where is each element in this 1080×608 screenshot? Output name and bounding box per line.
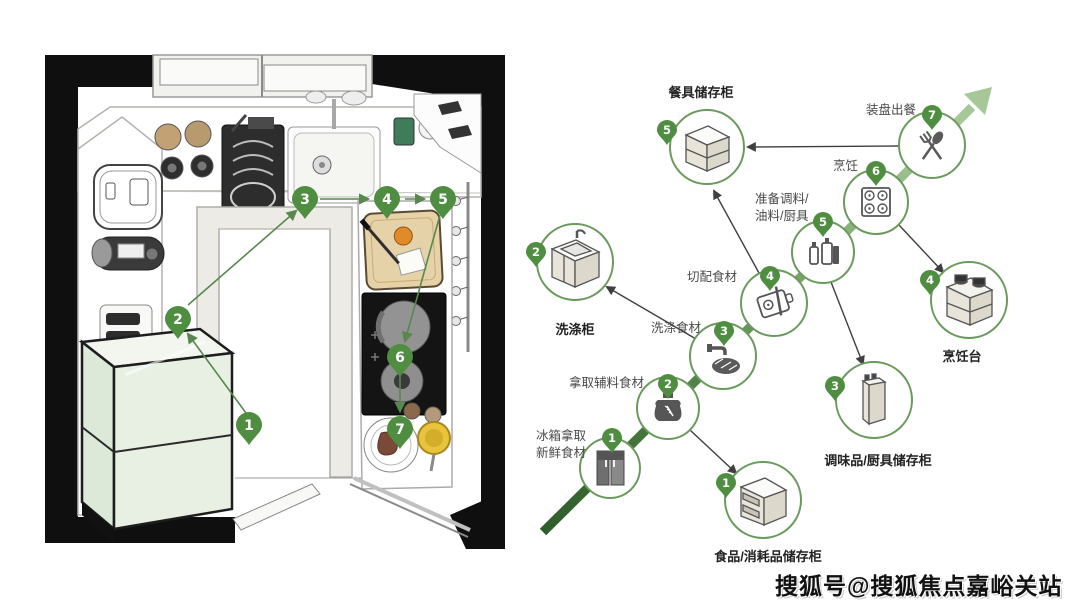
badge-number: 1 [608, 431, 616, 445]
badge-number: 4 [926, 273, 934, 287]
cabinet-icon [684, 125, 731, 172]
cooktop-cabinet-icon [945, 274, 994, 326]
plan-pin-1: 1 [236, 412, 262, 445]
range-hood [413, 93, 482, 174]
pin-number: 3 [300, 192, 310, 208]
plan-pin-5: 5 [430, 186, 456, 219]
plan-pins: 1 2 3 4 5 6 7 [165, 186, 456, 449]
pin-number: 2 [173, 312, 183, 328]
badge-number: 7 [928, 108, 936, 122]
plan-pin-6: 6 [387, 344, 413, 377]
drawer-cabinet-icon [739, 477, 788, 526]
sink-cabinet-icon [550, 229, 601, 288]
node-circles [536, 109, 1008, 539]
dish-rack [221, 114, 285, 230]
window [152, 54, 373, 98]
station-seasoning-label: 调味品/厨具储存柜 [824, 453, 932, 468]
badge-number: 3 [720, 324, 728, 338]
pin-number: 1 [244, 418, 254, 434]
plan-pin-3: 3 [292, 186, 318, 219]
step2-label: 拿取辅料食材 [569, 375, 644, 390]
step7-label: 装盘出餐 [866, 102, 917, 117]
watermark: 搜狐号@搜狐焦点嘉峪关站 [775, 573, 1063, 599]
step6-label: 烹饪 [833, 158, 858, 173]
station-food-storage-label: 食品/消耗品储存柜 [714, 549, 822, 564]
plan-flow-arrows [186, 193, 441, 414]
badge-number: 6 [872, 164, 880, 178]
kitchen-floor-plan: 1 2 3 4 5 6 7 [45, 54, 505, 549]
plan-pin-4: 4 [374, 186, 400, 219]
pin-number: 6 [395, 350, 405, 366]
fridge-icon [596, 450, 625, 486]
wash-faucet-icon [707, 344, 740, 374]
badge-number: 5 [663, 123, 671, 137]
pin-number: 4 [382, 192, 392, 208]
badge-number: 2 [532, 245, 540, 259]
step4-label: 切配食材 [687, 269, 737, 284]
station-sink-label: 洗涤柜 [555, 322, 594, 337]
workflow-diagram: 1 2 3 4 5 6 7 5 2 4 3 1 冰箱拿取 新鲜食材 拿取辅料食材… [526, 85, 1008, 564]
flow-exit-arrow [964, 87, 992, 115]
walls [45, 55, 505, 549]
step1-label-line2: 新鲜食材 [536, 445, 586, 460]
door-threshold [232, 476, 471, 538]
node-badges: 1 2 3 4 5 6 7 5 2 4 3 1 [526, 105, 942, 498]
badge-number: 5 [819, 215, 827, 229]
badge-number: 1 [722, 476, 730, 490]
step5-label-line2: 油料/厨具 [755, 209, 809, 223]
cutlery-icon [919, 130, 944, 160]
plan-pin-2: 2 [165, 306, 191, 339]
step1-label-line1: 冰箱拿取 [536, 428, 587, 443]
stove-icon [861, 187, 891, 217]
station-cooktop-label: 烹饪台 [942, 349, 981, 364]
step5-label-line1: 准备调料/ [755, 192, 809, 206]
branch-arrows [605, 142, 945, 475]
tall-cabinet-icon [861, 373, 887, 426]
cutting-board [359, 209, 444, 291]
node-icons [550, 125, 994, 526]
oil-bottles-icon [809, 238, 839, 265]
canisters [154, 120, 214, 180]
step3-label: 洗涤食材 [651, 320, 701, 335]
badge-number: 2 [664, 377, 672, 391]
sink [287, 90, 381, 204]
cutting-board-icon [756, 286, 794, 319]
plan-pin-7: 7 [387, 416, 413, 449]
badge-number: 4 [766, 269, 774, 283]
badge-number: 3 [831, 379, 839, 393]
fridge [78, 327, 236, 543]
station-tableware-label: 餐具储存柜 [667, 85, 733, 100]
pin-number: 5 [438, 192, 448, 208]
flow-labels: 冰箱拿取 新鲜食材 拿取辅料食材 洗涤食材 切配食材 准备调料/ 油料/厨具 烹… [536, 85, 982, 564]
pin-number: 7 [395, 422, 405, 438]
serving-area [363, 402, 451, 473]
